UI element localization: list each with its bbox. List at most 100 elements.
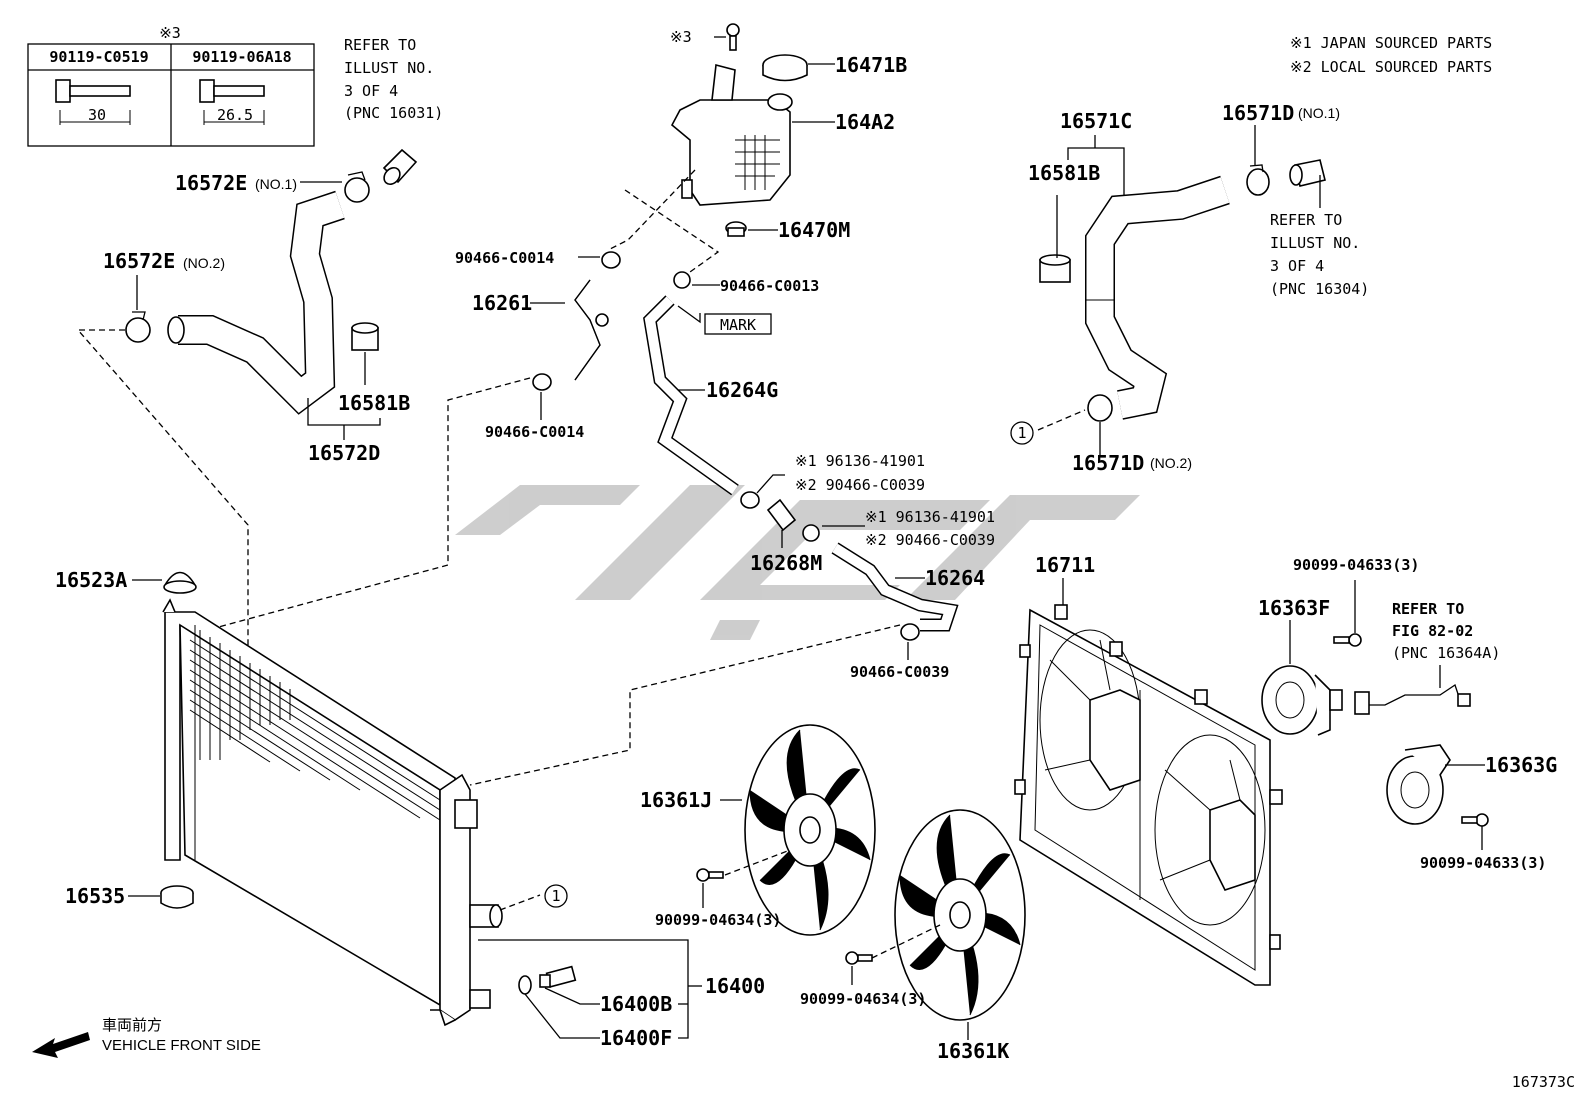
hose-16571C xyxy=(1085,175,1230,420)
motor-16363F xyxy=(1261,665,1343,736)
diagram-text: 3 OF 4 xyxy=(344,82,398,100)
watermark-logo xyxy=(455,485,1140,640)
table-mark: ※3 xyxy=(159,24,181,42)
bolt-icon xyxy=(199,79,265,125)
diagram-text: REFER TO xyxy=(1270,211,1342,229)
fastener-table: ※3 90119-C0519 90119-06A18 30 26.5 xyxy=(27,24,315,147)
diagram-text: (PNC 16304) xyxy=(1270,280,1369,298)
bolt-90099-04634-b xyxy=(845,951,873,965)
hose-16264G xyxy=(643,295,739,496)
part-16268M: 16268M xyxy=(750,551,822,575)
part-16261: 16261 xyxy=(472,291,532,315)
reference-note-pnc16304: REFER TO ILLUST NO. 3 OF 4 (PNC 16304) xyxy=(1270,211,1369,298)
part-90466-C0014-b: 90466-C0014 xyxy=(485,423,584,441)
wire-harness xyxy=(1354,683,1471,715)
part-90099-04634-a: 90099-04634(3) xyxy=(655,911,781,929)
bolt-90099-04633-b xyxy=(1461,813,1489,827)
hose-16261 xyxy=(574,279,609,381)
mark-3: ※3 xyxy=(670,28,692,46)
illustration-number: 167373C xyxy=(1512,1073,1575,1091)
part-16264G: 16264G xyxy=(706,378,778,402)
callout-circle-1-lower xyxy=(544,884,568,908)
note-local-sourced: ※2 LOCAL SOURCED PARTS xyxy=(1290,58,1492,76)
part-90099-04634-b: 90099-04634(3) xyxy=(800,990,926,1008)
bolt-90099-04633-a xyxy=(1333,633,1362,647)
clamp-90466-C0039 xyxy=(900,623,920,641)
diagram-text: FIG 82-02 xyxy=(1392,622,1473,640)
part-16471B: 16471B xyxy=(835,53,907,77)
front-arrow-icon xyxy=(32,1032,90,1058)
clamp-16572E-no1 xyxy=(344,171,370,203)
diagram-text: (PNC 16031) xyxy=(344,104,443,122)
hose-16264 xyxy=(831,542,959,632)
reservoir-cap xyxy=(762,54,808,82)
part-16400B: 16400B xyxy=(600,992,672,1016)
part-16400: 16400 xyxy=(705,974,765,998)
fan-16361J xyxy=(744,724,876,936)
part-16581B-right: 16581B xyxy=(1028,161,1100,185)
front-label-en: VEHICLE FRONT SIDE xyxy=(102,1037,261,1054)
motor-16363G xyxy=(1386,744,1451,825)
cushion-16535 xyxy=(160,885,194,909)
callout-1-upper: 1 xyxy=(1017,424,1026,442)
clamp-16572E-no2 xyxy=(125,311,151,343)
part-90099-04633-a: 90099-04633(3) xyxy=(1293,556,1419,574)
part-16571D-no1: 16571D xyxy=(1222,101,1294,125)
hose-stub-upper-right xyxy=(1289,159,1326,187)
grommet-16470M xyxy=(725,221,747,237)
clamp-90466-C0014-b xyxy=(532,373,552,391)
mark-label: MARK xyxy=(720,316,756,334)
drain-plug-16400B xyxy=(539,965,577,988)
diagram-text: 3 OF 4 xyxy=(1270,257,1324,275)
hose-16572D xyxy=(167,190,345,415)
callout-1-lower: 1 xyxy=(551,887,560,905)
reservoir-tank xyxy=(670,63,793,206)
part-16572E-no1: 16572E xyxy=(175,171,247,195)
note-90466-C0039-b: ※2 90466-C0039 xyxy=(865,531,995,549)
table-part-1: 90119-C0519 xyxy=(49,48,148,66)
diagram-text: ILLUST NO. xyxy=(344,59,434,77)
part-16523A: 16523A xyxy=(55,568,127,592)
part-16572D: 16572D xyxy=(308,441,380,465)
part-16535: 16535 xyxy=(65,884,125,908)
note-japan-sourced: ※1 JAPAN SOURCED PARTS xyxy=(1290,34,1492,52)
part-90466-C0014-a: 90466-C0014 xyxy=(455,249,554,267)
reference-note-fig82-02: REFER TO FIG 82-02 (PNC 16364A) xyxy=(1392,600,1500,662)
part-16361J: 16361J xyxy=(640,788,712,812)
clamp-16581B-left xyxy=(351,322,379,351)
part-16363F: 16363F xyxy=(1258,596,1330,620)
part-16572E-no1-sub: (NO.1) xyxy=(255,176,297,192)
o-ring-16400F xyxy=(518,975,532,995)
part-16572E-no2: 16572E xyxy=(103,249,175,273)
part-16400F: 16400F xyxy=(600,1026,672,1050)
clamp-16581B-right xyxy=(1039,254,1071,283)
part-90099-04633-b: 90099-04633(3) xyxy=(1420,854,1546,872)
part-16572E-no2-sub: (NO.2) xyxy=(183,255,225,271)
part-90466-C0039: 90466-C0039 xyxy=(850,663,949,681)
part-16581B-left: 16581B xyxy=(338,391,410,415)
part-16711: 16711 xyxy=(1035,553,1095,577)
part-16571C: 16571C xyxy=(1060,109,1132,133)
radiator-16400 xyxy=(162,598,503,1027)
fan-16361K xyxy=(894,809,1026,1021)
clamp-96136-41901-a xyxy=(740,491,760,509)
cap-16523A xyxy=(163,571,197,594)
part-16363G: 16363G xyxy=(1485,753,1557,777)
part-16571D-no1-sub: (NO.1) xyxy=(1298,105,1340,121)
note-96136-41901-a: ※1 96136-41901 xyxy=(795,452,925,470)
clamp-96136-41901-b xyxy=(802,524,820,542)
diagram-text: ILLUST NO. xyxy=(1270,234,1360,252)
diagram-text: (PNC 16364A) xyxy=(1392,644,1500,662)
clamp-90466-C0014-a xyxy=(601,251,621,269)
diagram-text: REFER TO xyxy=(1392,600,1464,618)
diagram-text: REFER TO xyxy=(344,36,416,54)
part-90466-C0013: 90466-C0013 xyxy=(720,277,819,295)
mark-box xyxy=(704,313,772,335)
part-16571D-no2: 16571D xyxy=(1072,451,1144,475)
fan-shroud-16711 xyxy=(1014,604,1283,986)
part-16361K: 16361K xyxy=(937,1039,1009,1063)
note-90466-C0039-a: ※2 90466-C0039 xyxy=(795,476,925,494)
front-label-jp: 車両前方 xyxy=(102,1017,162,1034)
part-16264: 16264 xyxy=(925,566,985,590)
